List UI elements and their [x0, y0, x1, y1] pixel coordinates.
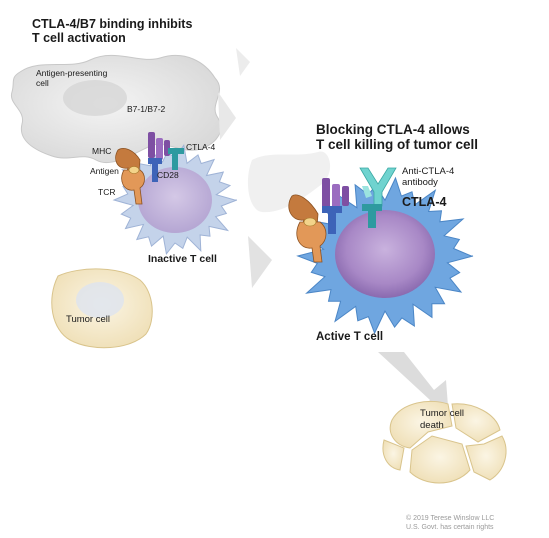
- tcr-molecule: [121, 166, 145, 205]
- arrow-apc-fade: [218, 92, 236, 140]
- b7-molecule-right: [322, 178, 349, 210]
- cd28-molecule: [148, 158, 162, 182]
- arrow-to-right-panel: [236, 48, 250, 76]
- apc-edge-right: [247, 151, 331, 213]
- ctla4-molecule-right: [362, 204, 382, 228]
- cd28-molecule-right: [322, 206, 342, 234]
- apc-label-line1: Antigen-presenting: [36, 68, 108, 78]
- death-label-line2: death: [420, 420, 444, 431]
- cd28-label: CD28: [157, 170, 179, 180]
- active-t-cell-nucleus: [335, 210, 435, 298]
- inactive-t-cell: [112, 144, 238, 255]
- active-t-cell-label: Active T cell: [316, 331, 383, 343]
- active-t-cell: [296, 176, 474, 335]
- antibody-label-line2: antibody: [402, 177, 438, 188]
- copyright-line1: © 2019 Terese Winslow LLC: [406, 514, 494, 522]
- right-title-line1: Blocking CTLA-4 allows: [316, 122, 470, 137]
- ctla4-molecule-left: [168, 148, 184, 170]
- inactive-t-cell-label: Inactive T cell: [148, 253, 217, 265]
- tumor-cell-nucleus: [76, 282, 124, 318]
- tumor-cell-death: [382, 400, 507, 484]
- arrow-to-death: [378, 352, 448, 412]
- copyright-line2: U.S. Govt. has certain rights: [406, 524, 494, 531]
- tcr-label: TCR: [98, 187, 115, 197]
- transition-arrows: [218, 48, 448, 412]
- tcr-molecule-right: [296, 217, 327, 263]
- mhc-label: MHC: [92, 146, 111, 156]
- arrow-between-panels: [248, 236, 272, 288]
- right-title-line2: T cell killing of tumor cell: [316, 137, 478, 152]
- anti-ctla4-antibody: [359, 167, 397, 207]
- antigen-peptide-right: [303, 217, 317, 227]
- ctla4-label-right: CTLA-4: [402, 195, 446, 209]
- antibody-label-line1: Anti-CTLA-4: [402, 166, 454, 177]
- death-label-line1: Tumor cell: [420, 408, 464, 419]
- b7-label: B7-1/B7-2: [127, 104, 166, 114]
- left-panel: CTLA-4/B7 binding inhibits T cell activa…: [10, 17, 238, 349]
- apc-nucleus: [63, 80, 127, 116]
- antigen-label: Antigen: [90, 166, 119, 176]
- ctla4-label-left: CTLA-4: [186, 142, 216, 152]
- right-panel: Blocking CTLA-4 allows T cell killing of…: [247, 122, 507, 484]
- inactive-t-cell-nucleus: [138, 167, 212, 233]
- apc-label-line2: cell: [36, 78, 49, 88]
- left-title-line1: CTLA-4/B7 binding inhibits: [32, 17, 192, 31]
- antigen-peptide: [128, 166, 140, 174]
- b7-molecule: [148, 132, 170, 160]
- left-title-line2: T cell activation: [32, 31, 126, 45]
- tumor-cell-label: Tumor cell: [66, 314, 110, 325]
